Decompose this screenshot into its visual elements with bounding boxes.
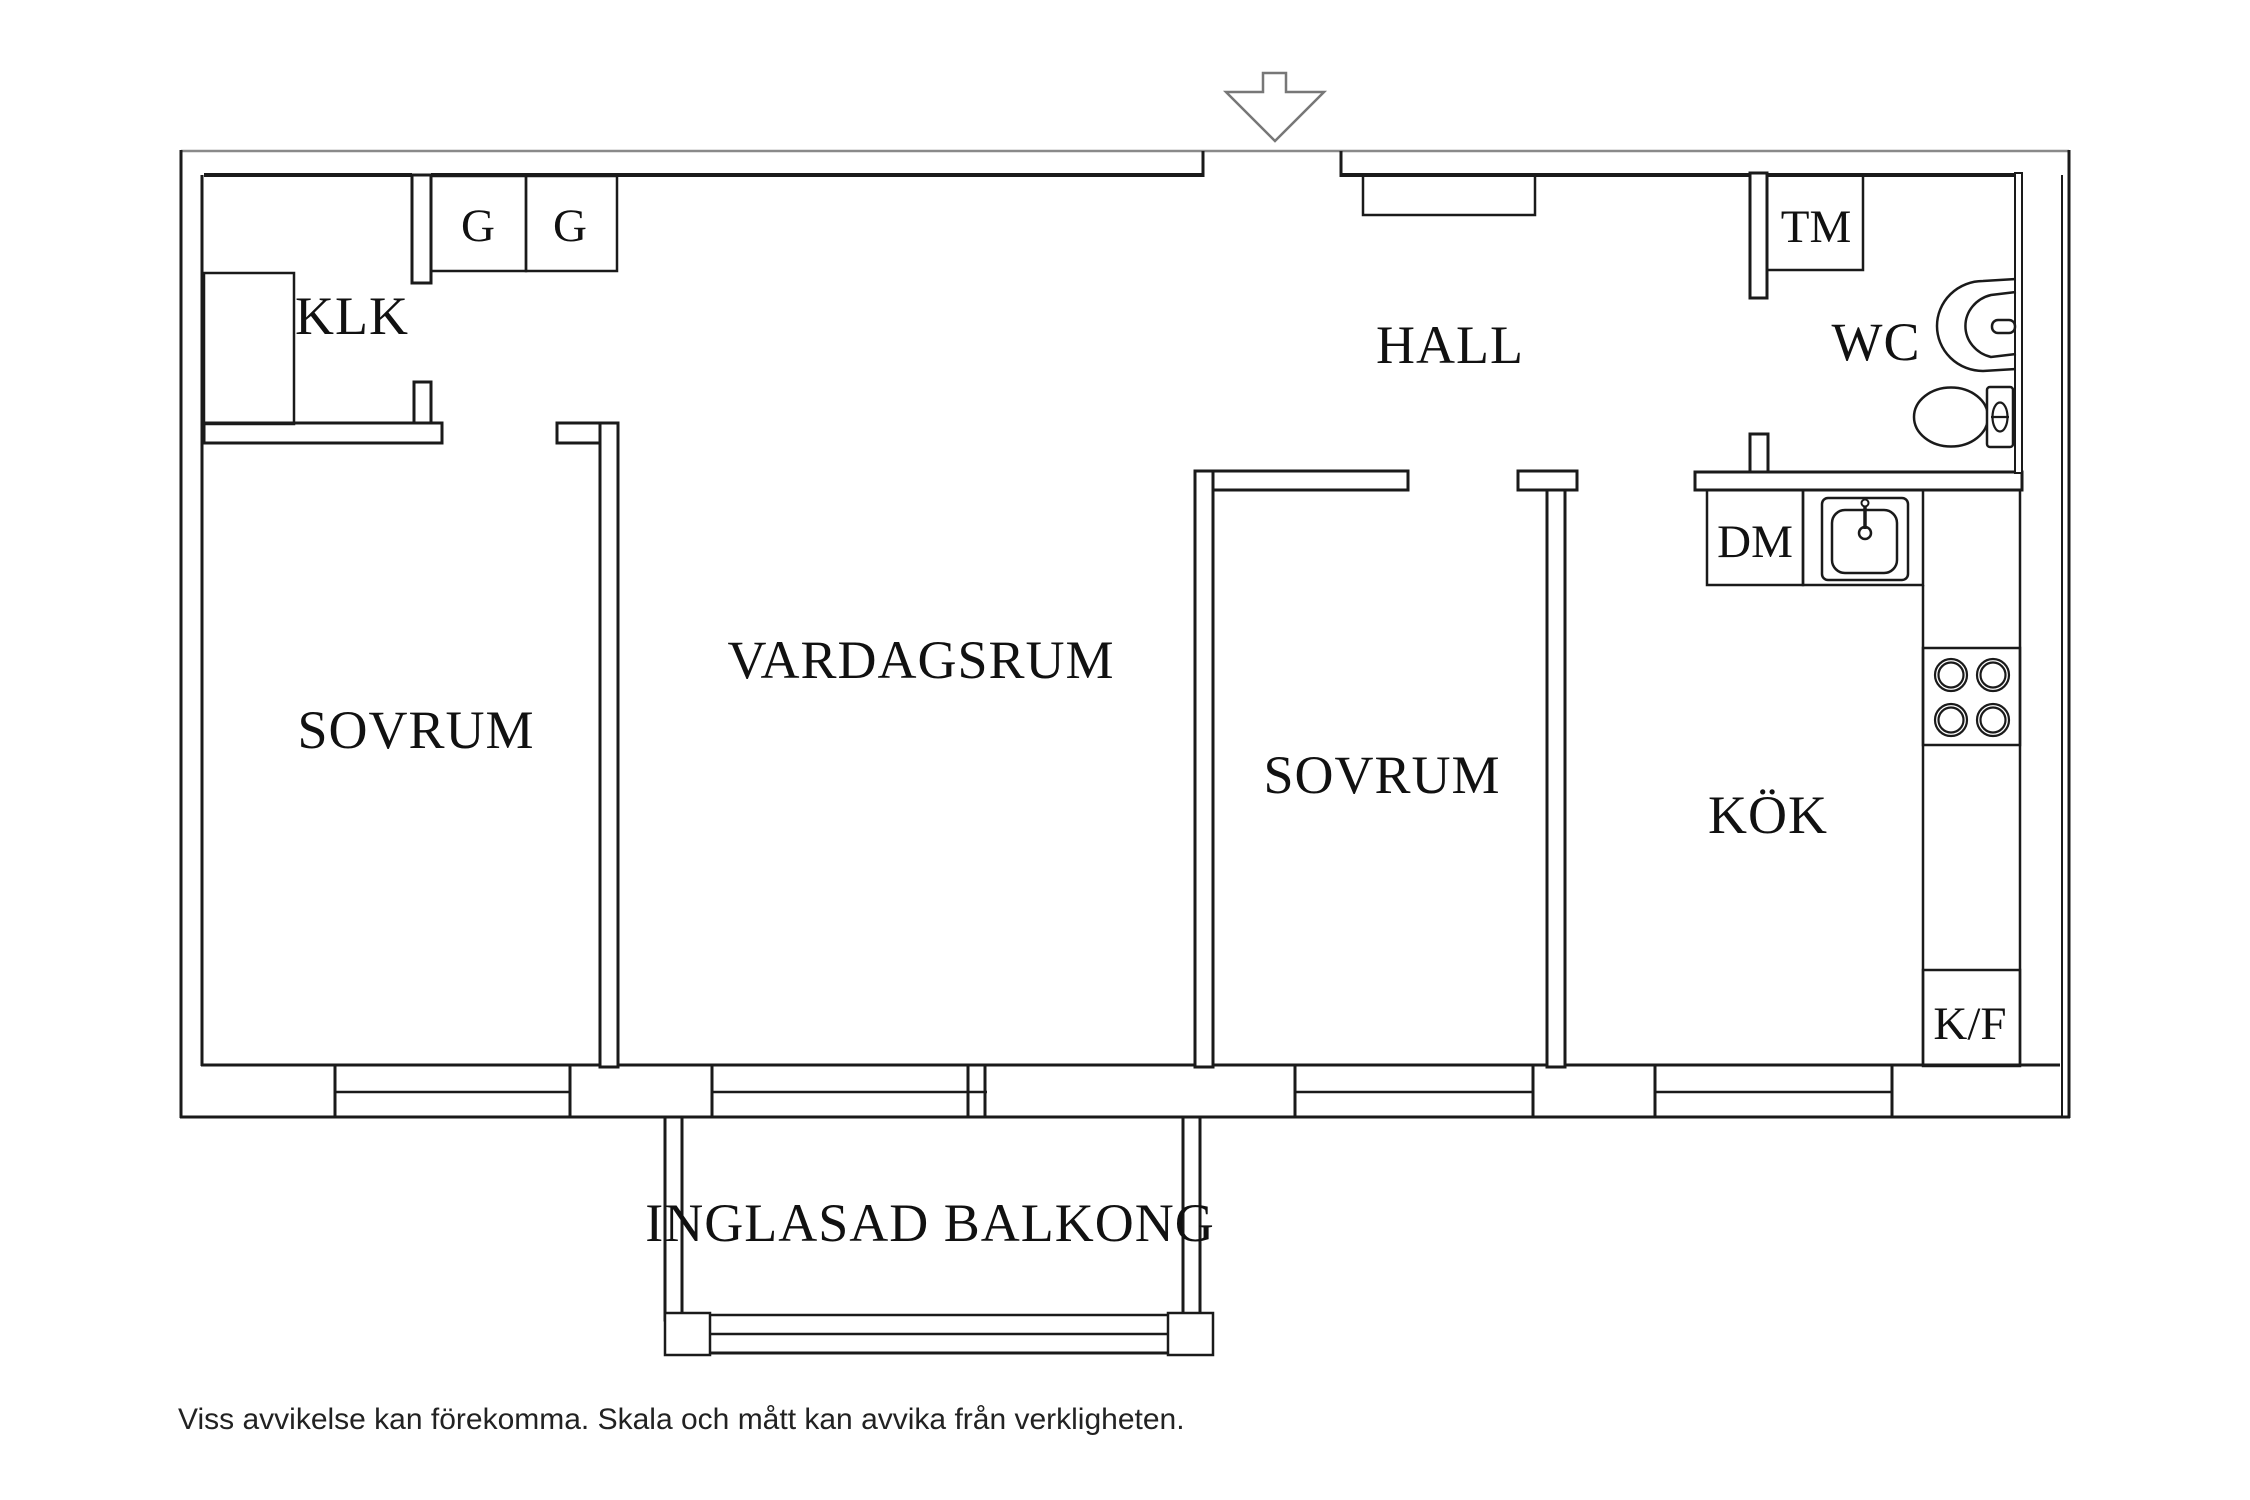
fixture-label-dishwasher: DM	[1717, 516, 1793, 568]
sink-cabinet-box	[1801, 488, 1925, 587]
entrance-arrow-icon	[1222, 71, 1328, 143]
wc-toilet-icon	[1912, 385, 2015, 449]
balcony-corner-post-left	[663, 1311, 712, 1357]
kitchen-counter	[1705, 488, 2022, 1068]
fixture-label-wardrobe-1: G	[461, 200, 495, 252]
room-label-balkong: INGLASAD BALKONG	[645, 1193, 1214, 1253]
fixture-label-wardrobe-2: G	[553, 200, 587, 252]
room-label-sovrum-right: SOVRUM	[1263, 745, 1500, 805]
kitchen-sink-icon	[1820, 496, 1910, 582]
klk-wardrobe-box	[202, 271, 296, 426]
washing-machine-box	[1765, 173, 1865, 272]
balcony-corner-post-right	[1166, 1311, 1215, 1357]
room-label-klk: KLK	[295, 286, 409, 346]
storage-boxes	[202, 173, 1865, 426]
windows	[333, 1065, 1894, 1117]
disclaimer-text: Viss avvikelse kan förekomma. Skala och …	[178, 1403, 1185, 1436]
fridge-freezer-box	[1921, 968, 2022, 1068]
room-label-vardagsrum: VARDAGSRUM	[727, 630, 1114, 690]
stove-burners-icon	[1933, 657, 2011, 738]
room-label-kok: KÖK	[1708, 785, 1828, 845]
hall-cabinet-box	[1361, 173, 1537, 217]
room-label-wc: WC	[1832, 312, 1921, 372]
wardrobe-box-2	[524, 174, 619, 273]
wc-washbasin-icon	[1935, 277, 2017, 373]
stove-box	[1921, 646, 2022, 747]
fixture-label-fridge-freezer: K/F	[1933, 998, 2006, 1050]
outer-walls	[179, 149, 2071, 1119]
fixture-label-washing-machine: TM	[1781, 201, 1852, 253]
interior-walls	[202, 171, 2024, 1069]
balcony-structure	[663, 1115, 1215, 1357]
room-label-sovrum-left: SOVRUM	[297, 700, 534, 760]
room-label-hall: HALL	[1376, 315, 1524, 375]
